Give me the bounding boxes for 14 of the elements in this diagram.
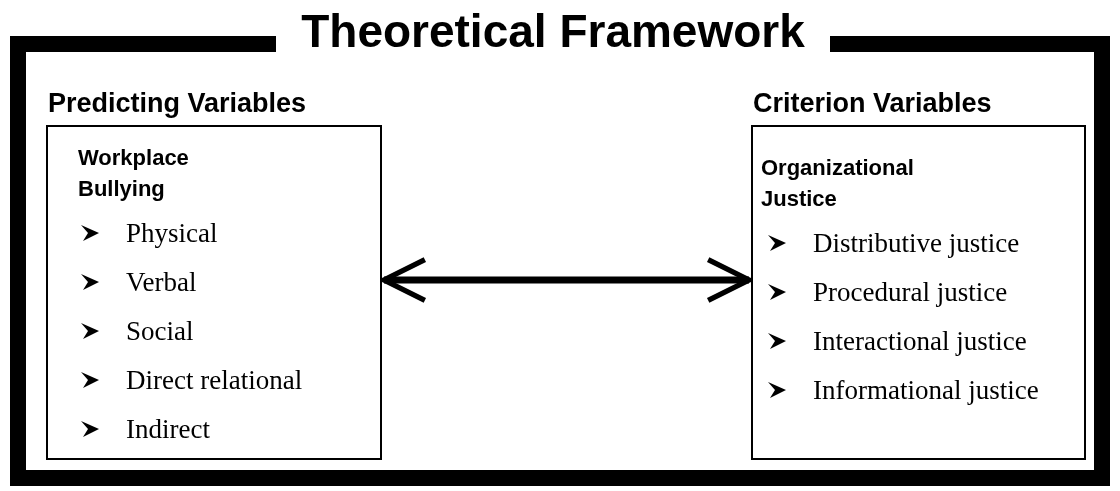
list-item: Physical	[126, 216, 218, 250]
list-item: Verbal	[126, 265, 197, 299]
list-item: Social	[126, 314, 194, 348]
double-arrow	[381, 256, 752, 304]
box-heading: Workplace Bullying	[78, 144, 190, 203]
list-item: Interactional justice	[813, 324, 1027, 358]
group-heading: Predicting Variables	[48, 87, 307, 120]
list-item: Informational justice	[813, 373, 1039, 407]
list-item: Procedural justice	[813, 275, 1008, 309]
box-heading: Organizational Justice	[761, 154, 915, 213]
list-item: Indirect	[126, 412, 210, 446]
list-item: Direct relational	[126, 363, 303, 397]
list-item: Distributive justice	[813, 226, 1020, 260]
group-heading: Criterion Variables	[753, 87, 992, 120]
